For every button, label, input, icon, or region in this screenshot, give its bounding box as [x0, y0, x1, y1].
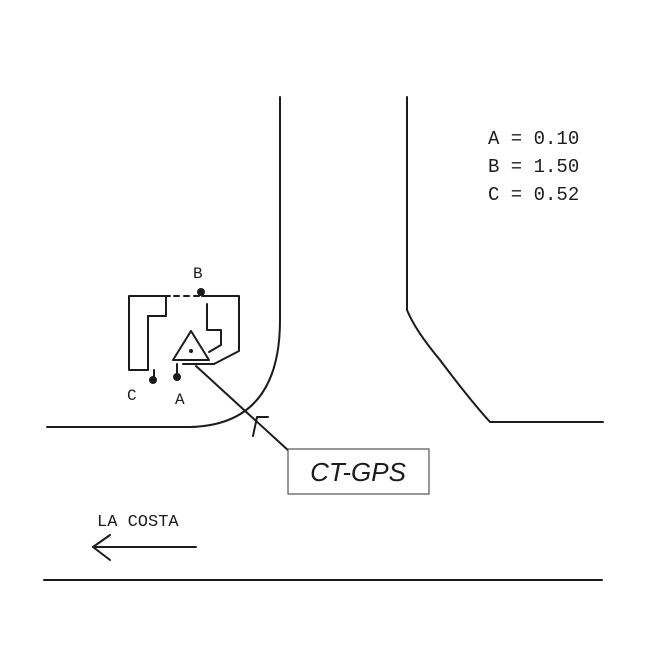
callout-label: CT-GPS — [310, 457, 406, 487]
point-b-label: B — [193, 265, 203, 283]
legend-c: C = 0.52 — [488, 184, 579, 206]
callout-box — [287, 448, 430, 495]
detector-loop — [128, 295, 240, 381]
road-edge-right-curb — [406, 96, 604, 423]
gps-triangle-icon — [172, 330, 210, 361]
arrow-left-icon — [92, 534, 197, 561]
leader-tick — [252, 416, 269, 437]
direction-label: LA COSTA — [97, 513, 179, 532]
point-c-marker — [149, 376, 157, 384]
callout-leader-line — [195, 365, 291, 453]
point-c-label: C — [127, 387, 137, 405]
point-b-marker — [197, 288, 205, 296]
legend-a: A = 0.10 — [488, 128, 579, 150]
legend-b: B = 1.50 — [488, 156, 579, 178]
road-edge-left-curb — [46, 96, 281, 428]
point-a-label: A — [175, 391, 185, 409]
